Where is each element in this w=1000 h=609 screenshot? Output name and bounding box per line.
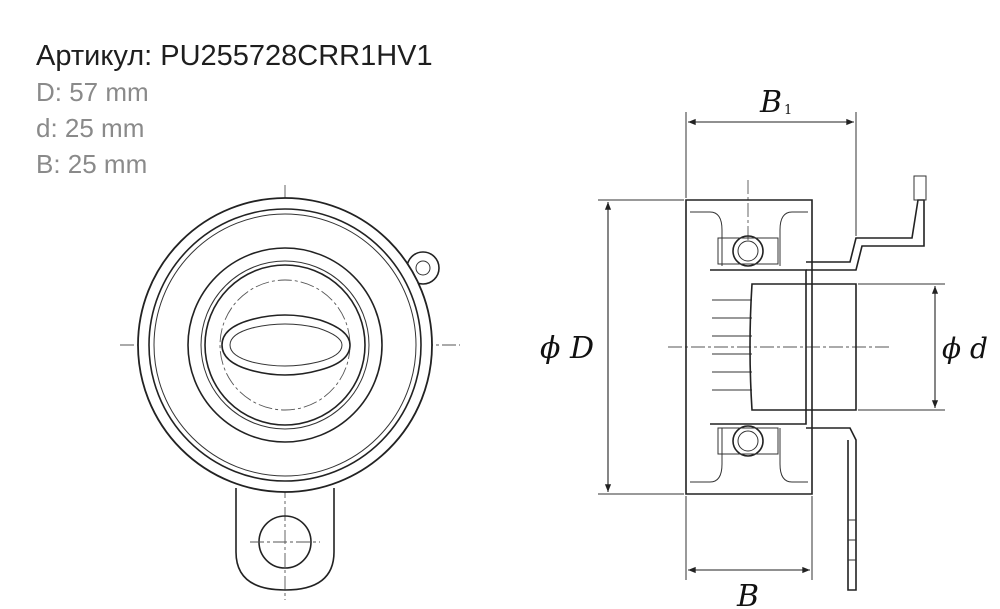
spec-inner-diameter: d: 25 mm	[36, 113, 145, 143]
top-ear-hole	[415, 260, 431, 276]
lower-seal	[717, 427, 779, 455]
lower-groove-outline	[690, 428, 808, 483]
pulley-second-ring	[148, 208, 422, 482]
upper-groove-outline	[690, 211, 808, 266]
taper-lines	[712, 299, 752, 391]
outer-ring-section	[685, 199, 813, 495]
upper-ball	[732, 235, 764, 267]
upper-ball-inner	[737, 240, 759, 262]
pulley-outer-ring	[137, 197, 433, 493]
inner-ring-outline	[710, 269, 807, 425]
article-title: Артикул: PU255728CRR1HV1	[36, 40, 433, 72]
section-view: B 1 B ϕ D ϕ d	[540, 85, 988, 609]
front-view	[120, 185, 460, 600]
spec-panel: Артикул: PU255728CRR1HV1 D: 57 mm d: 25 …	[36, 38, 433, 182]
bore-section	[749, 283, 857, 411]
spec-width: B: 25 mm	[36, 149, 148, 179]
bracket-upper	[806, 199, 925, 271]
dim-inner-diameter-label: ϕ d	[942, 332, 988, 365]
bearing-outer-ring	[187, 247, 383, 443]
spec-outer-diameter: D: 57 mm	[36, 77, 149, 107]
dim-b-label: B	[736, 579, 759, 609]
bracket-lower-ticks	[848, 519, 856, 561]
bearing-inner-ring	[204, 264, 366, 426]
dim-b1-subscript: 1	[784, 103, 792, 118]
bottom-arm-outline	[235, 488, 335, 591]
bracket-tab	[913, 175, 927, 201]
upper-seal	[717, 237, 779, 265]
lower-ball-inner	[737, 430, 759, 452]
lower-ball	[732, 425, 764, 457]
dim-b1-label: B	[759, 85, 782, 120]
eccentric-slot-outer	[221, 314, 351, 376]
eccentric-slot-inner	[229, 323, 343, 367]
pulley-third-ring	[153, 213, 417, 477]
bracket-lower	[806, 427, 857, 591]
bearing-mid-ring	[200, 260, 370, 430]
dim-outer-diameter-label: ϕ D	[540, 331, 594, 366]
